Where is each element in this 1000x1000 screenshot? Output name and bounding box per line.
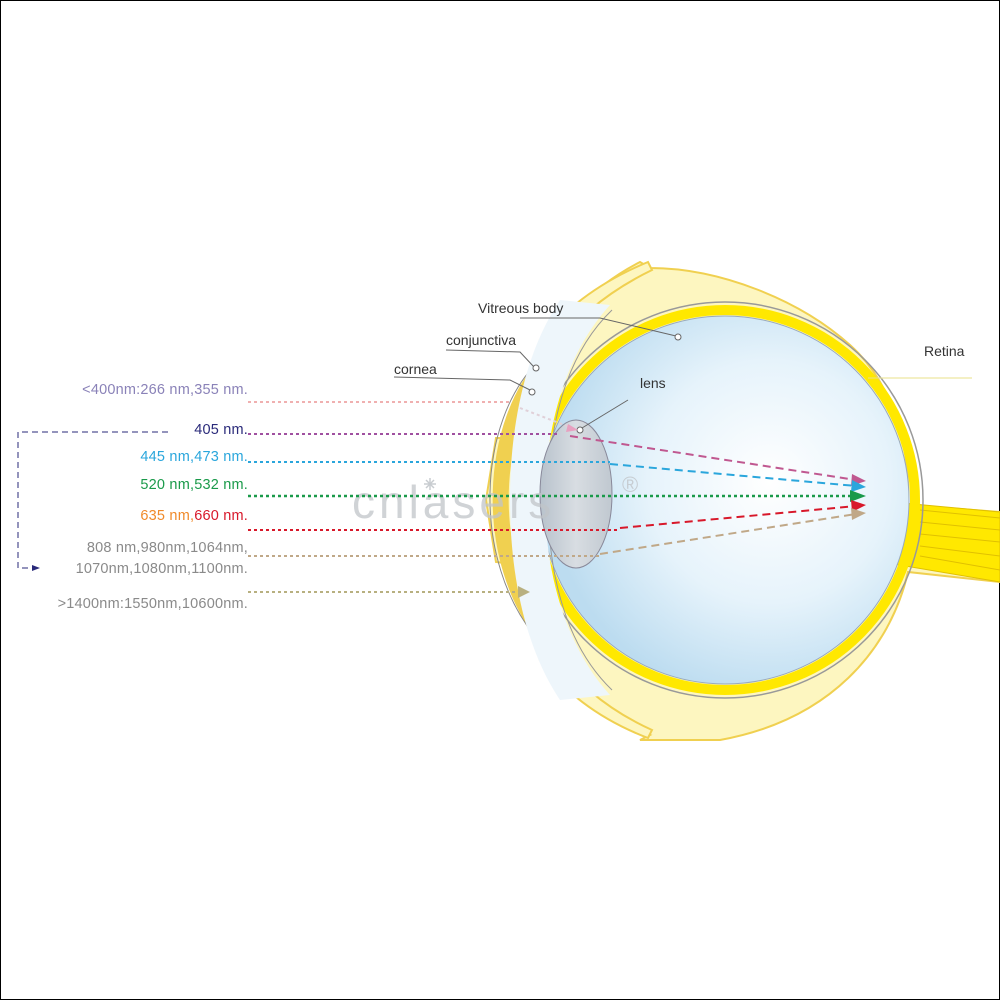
watermark-registered: ®	[622, 472, 638, 497]
watermark-star-icon	[424, 478, 436, 490]
beam-green-arrow	[850, 490, 866, 502]
wl-red: 635 nm,660 nm.	[140, 508, 248, 524]
cornea-point	[528, 388, 536, 396]
wl-uv: <400nm:266 nm,355 nm.	[82, 382, 248, 398]
wl-nir-2: 1070nm,1080nm,1100nm.	[76, 561, 248, 577]
watermark-brand: cnlasers	[352, 476, 555, 528]
beam-red-arrow	[851, 500, 866, 512]
label-conjunctiva: conjunctiva	[446, 332, 516, 348]
beam-blue-inner	[609, 463, 857, 487]
cornea-leader	[393, 376, 531, 391]
vitreous-leader	[520, 317, 677, 337]
label-retina: Retina	[924, 343, 965, 359]
beam-nir-arrow	[851, 508, 866, 520]
conjunctiva-leader	[445, 349, 535, 368]
label-lens: lens	[640, 375, 666, 391]
beam-blue-arrow	[851, 480, 866, 492]
label-vitreous-body: Vitreous body	[478, 300, 563, 316]
label-cornea: cornea	[394, 361, 437, 377]
vitreous-point	[674, 333, 682, 341]
wl-blue: 445 nm,473 nm.	[140, 449, 248, 465]
wl-405: 405 nm.	[194, 422, 248, 438]
lens-body	[539, 419, 613, 569]
wl-green: 520 nm,532 nm.	[140, 477, 248, 493]
wl-red-660: 660 nm.	[194, 508, 248, 524]
beam-nir-inner	[599, 513, 857, 555]
anterior-chamber	[510, 300, 610, 700]
beam-405-inner	[569, 435, 857, 481]
lens-leader	[581, 399, 629, 429]
optic-nerve-fibers	[919, 509, 1000, 571]
bracket-arrow	[32, 565, 40, 571]
beam-uv-arrow	[566, 424, 578, 432]
beam-red-inner	[619, 505, 857, 529]
wl-nir-1: 808 nm,980nm,1064nm,	[87, 540, 248, 556]
wl-fir: >1400nm:1550nm,10600nm.	[58, 596, 248, 612]
cornea-edge	[489, 361, 539, 641]
beam-fir-arrow	[518, 586, 530, 598]
conjunctiva-point	[532, 364, 540, 372]
wl-red-635: 635 nm,	[140, 508, 194, 524]
bracket-405-to-1070	[17, 431, 168, 569]
